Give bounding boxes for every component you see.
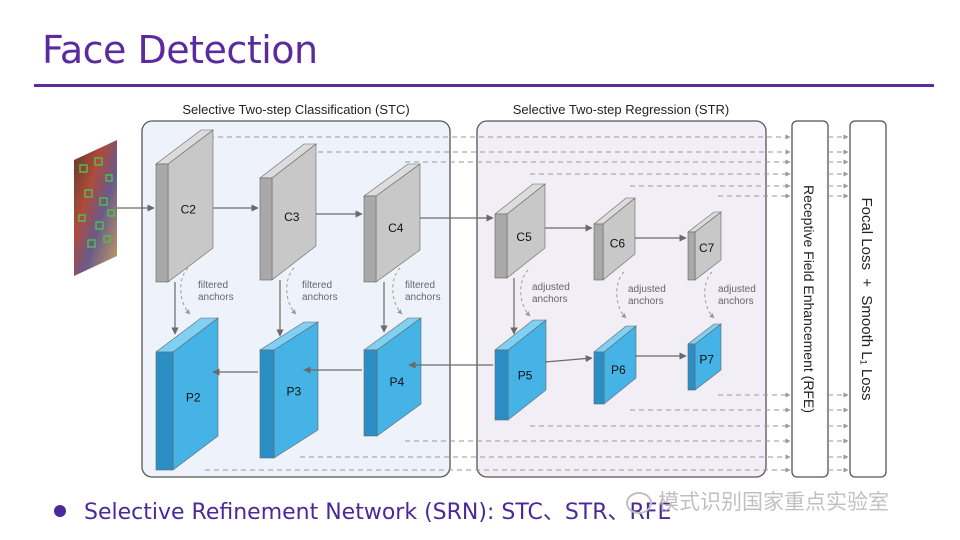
backbone-c6-label: C6	[610, 237, 626, 251]
backbone-c3: C3	[259, 143, 317, 281]
watermark: 模式识别国家重点实验室	[626, 486, 889, 516]
anchor-link-label: filtered	[405, 280, 435, 291]
arrow-p5-p6	[544, 354, 593, 363]
backbone-c5: C5	[494, 183, 546, 279]
bullet-dot	[54, 505, 66, 517]
backbone-c4-label: C4	[388, 221, 404, 235]
rfe-panel	[791, 120, 829, 478]
pyramid-p3-label: P3	[286, 384, 301, 398]
pyramid-p7: P7	[687, 323, 722, 391]
anchor-link-label: anchors	[718, 296, 754, 307]
anchor-link-label: adjusted	[532, 282, 570, 293]
rfe-label: Receptive Field Enhancement (RFE)	[801, 185, 817, 413]
pyramid-p2: P2	[155, 317, 219, 471]
loss-label: Focal Loss + Smooth L₁ Loss	[858, 197, 875, 400]
backbone-c7-label: C7	[699, 241, 715, 255]
anchor-links: filteredanchorsfilteredanchorsfilteredan…	[180, 267, 756, 319]
watermark-text: 模式识别国家重点实验室	[658, 490, 889, 514]
slide-title: Face Detection	[42, 28, 318, 72]
anchor-link-label: anchors	[405, 292, 441, 303]
pyramid-p6: P6	[593, 325, 637, 405]
anchor-link-label: filtered	[302, 280, 332, 291]
bullet-item: Selective Refinement Network (SRN): STC、…	[54, 494, 671, 526]
pyramid-p2-label: P2	[186, 391, 201, 405]
backbone-c2: C2	[155, 129, 214, 283]
pyramid-p4-label: P4	[389, 375, 404, 389]
stc-label: Selective Two-step Classification (STC)	[182, 102, 409, 117]
pyramid-p5: P5	[494, 319, 547, 421]
anchor-link-label: anchors	[628, 296, 664, 307]
loss-panel	[849, 120, 887, 478]
pyramid-p6-label: P6	[611, 363, 626, 377]
anchor-link-label: adjusted	[628, 284, 666, 295]
backbone-c7: C7	[687, 211, 722, 281]
input-image	[74, 140, 117, 276]
backbone-c3-label: C3	[284, 210, 300, 224]
wechat-icon	[626, 492, 652, 514]
backbone-c5-label: C5	[516, 230, 532, 244]
anchor-link-label: anchors	[532, 294, 568, 305]
pyramid-p3: P3	[258, 321, 320, 459]
backbone-c4: C4	[363, 163, 421, 283]
anchor-link-label: anchors	[198, 292, 234, 303]
backbone-c6: C6	[593, 197, 636, 281]
backbone-c2-label: C2	[181, 203, 197, 217]
anchor-link-label: anchors	[302, 292, 338, 303]
pyramid-p4: P4	[363, 317, 422, 437]
anchor-link-label: filtered	[198, 280, 228, 291]
rfe-feed-lines	[200, 134, 849, 473]
flow-arrows	[117, 204, 687, 376]
str-label: Selective Two-step Regression (STR)	[513, 102, 730, 117]
title-rule	[34, 84, 934, 87]
pyramid-p7-label: P7	[699, 352, 714, 366]
pyramid-p5-label: P5	[518, 368, 533, 382]
anchor-link-label: adjusted	[718, 284, 756, 295]
bullet-text: Selective Refinement Network (SRN): STC、…	[84, 500, 672, 525]
